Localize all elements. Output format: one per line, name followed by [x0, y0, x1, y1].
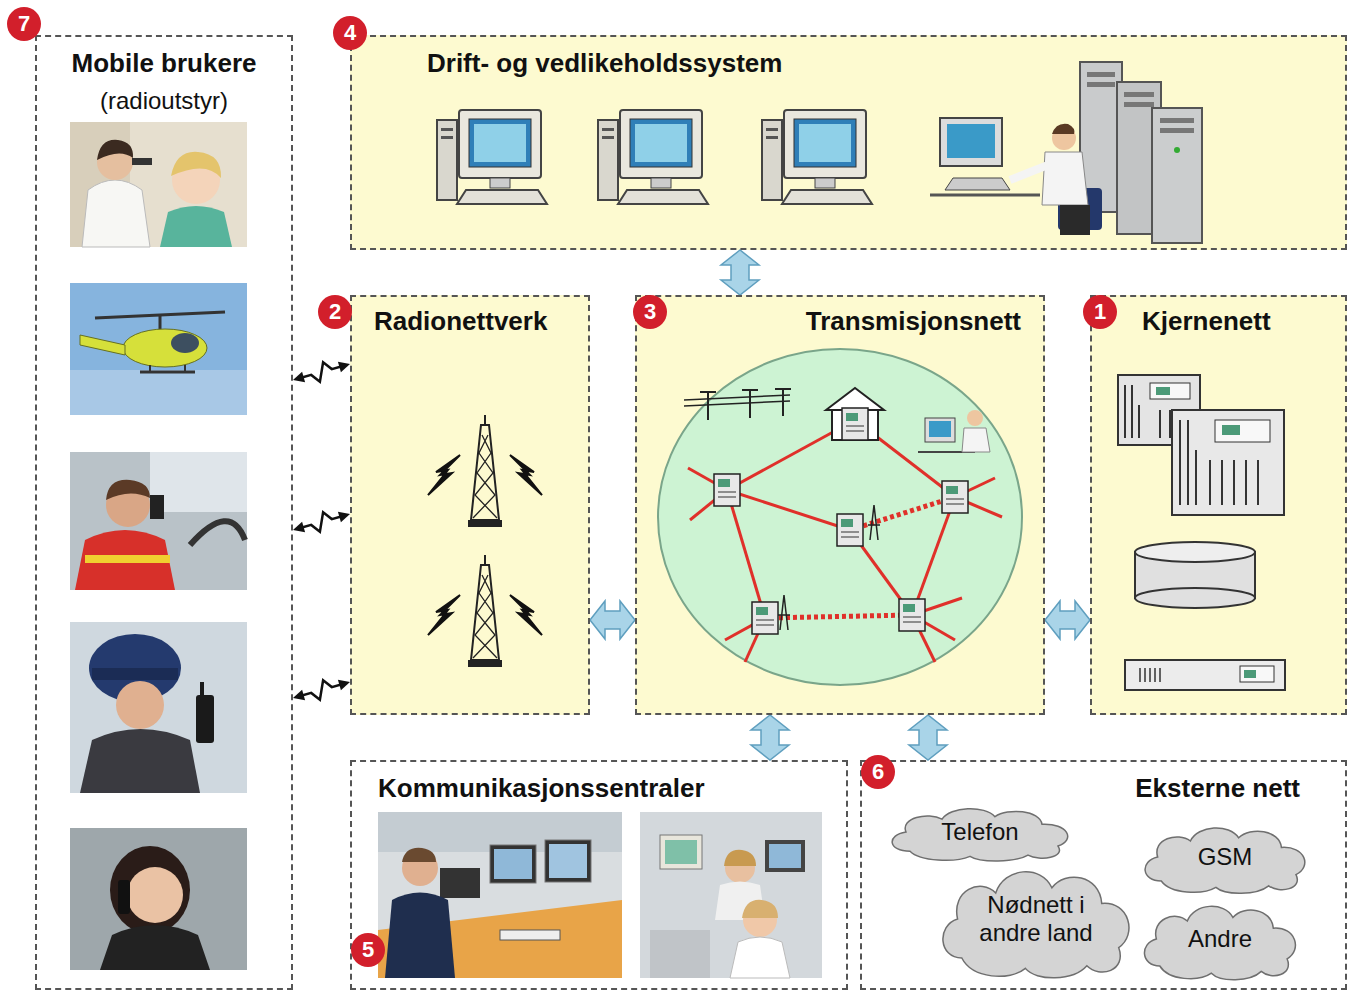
callout-number: 5 [351, 933, 385, 967]
box-fill [635, 295, 1045, 715]
block-arrow-shape [751, 715, 789, 760]
cloud-label: Nødnett i andre land [961, 891, 1111, 946]
region-heading: Kommunikasjonssentraler [378, 774, 705, 804]
region-heading: Radionettverk [374, 307, 547, 337]
block-arrow-shape [1045, 601, 1090, 639]
callout-number: 4 [333, 16, 367, 50]
callout-number: 3 [633, 295, 667, 329]
region-box: Drift- og vedlikeholdssystem [350, 35, 1347, 250]
cloud-node: Andre [1134, 894, 1306, 984]
block-arrow [590, 601, 635, 639]
radio-link-arrow [293, 680, 350, 701]
operator-servers [930, 62, 1202, 243]
block-arrow [909, 715, 947, 760]
radio-link-arrow [293, 362, 350, 383]
block-arrow [721, 250, 759, 295]
cloud-shape [1145, 828, 1305, 893]
box-fill [350, 760, 848, 990]
core-equipment [1118, 375, 1285, 690]
radio-link-line [298, 680, 346, 700]
callout-number: 2 [318, 295, 352, 329]
box-fill [860, 760, 1347, 990]
region-heading: Transmisjonsnett [806, 307, 1021, 337]
arrowhead [338, 512, 350, 523]
photo-woman-phone [70, 828, 247, 970]
cloud-node: GSM [1134, 817, 1316, 897]
region-box: Kommunikasjonssentraler [350, 760, 848, 990]
callout-number: 6 [861, 755, 895, 789]
cloud-shape [943, 872, 1129, 978]
cloud-shape [892, 809, 1068, 861]
radio-link-line [298, 362, 346, 382]
cloud-label: Telefon [941, 818, 1018, 846]
region-heading: Drift- og vedlikeholdssystem [427, 49, 782, 79]
transmission-network [658, 349, 1022, 685]
region-box: Kjernenett [1090, 295, 1347, 715]
callout-number: 1 [1083, 295, 1117, 329]
photo-firefighter [70, 622, 247, 793]
radio-link-arrow [293, 512, 350, 533]
arrowhead [293, 522, 305, 533]
region-subheading: (radioutstyr) [100, 87, 228, 115]
region-heading: Kjernenett [1142, 307, 1271, 337]
box-fills [35, 35, 1347, 990]
box-fill [1090, 295, 1347, 715]
cloud-node: Telefon [880, 800, 1080, 864]
arrowhead [293, 372, 305, 383]
photo-control-room-2 [640, 812, 822, 978]
region-box: Mobile brukere (radioutstyr) [35, 35, 293, 990]
radio-link-line [298, 512, 346, 532]
region-box: Transmisjonsnett [635, 295, 1045, 715]
cloud-shape [1144, 906, 1295, 979]
block-arrow [1045, 601, 1090, 639]
block-arrow-shape [721, 250, 759, 295]
radio-towers [428, 415, 542, 667]
block-arrow-shape [909, 715, 947, 760]
arrowhead [293, 690, 305, 701]
box-fill [350, 295, 590, 715]
photo-paramedic [70, 452, 247, 590]
cloud-node: Nødnett i andre land [930, 854, 1142, 984]
box-fill [35, 35, 293, 990]
region-heading: Mobile brukere [72, 49, 257, 79]
callout-number: 7 [7, 7, 41, 41]
arrowhead [338, 362, 350, 373]
region-box: Eksterne nettTelefonNødnett i andre land… [860, 760, 1347, 990]
computer-icons [437, 110, 872, 204]
photo-doctor-child [70, 122, 247, 247]
cloud-label: Andre [1188, 925, 1252, 953]
block-arrow [751, 715, 789, 760]
box-fill [350, 35, 1347, 250]
region-box: Radionettverk [350, 295, 590, 715]
photo-helicopter [70, 283, 247, 415]
photo-control-room-1 [378, 812, 622, 978]
block-arrow-shape [590, 601, 635, 639]
arrowhead [338, 680, 350, 691]
region-heading: Eksterne nett [1135, 774, 1300, 804]
cloud-label: GSM [1198, 843, 1253, 871]
